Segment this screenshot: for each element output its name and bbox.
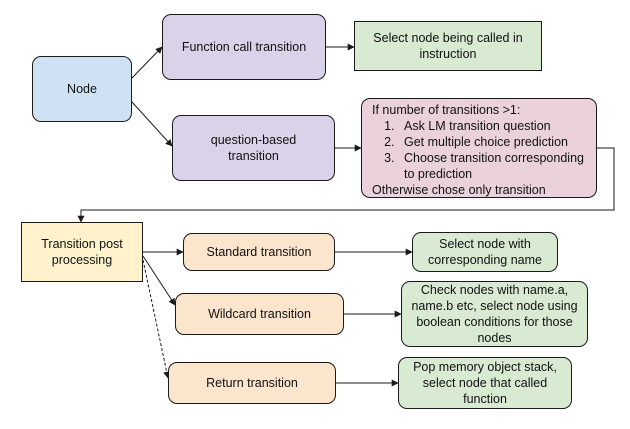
- question-logic-box: If number of transitions >1: Ask LM tran…: [361, 98, 597, 198]
- edge-post-to-wildcard: [142, 255, 176, 306]
- select-called-node-label: Select node being called in instruction: [373, 31, 523, 61]
- question-logic-steps: Ask LM transition question Get multiple …: [372, 118, 590, 182]
- standard-result-box: Select node with corresponding name: [412, 232, 558, 272]
- function-call-transition-box: Function call transition: [162, 14, 326, 80]
- return-transition-box: Return transition: [168, 362, 336, 404]
- return-result-label: Pop memory object stack, select node tha…: [413, 360, 557, 406]
- transition-post-processing-label: Transition post processing: [41, 237, 123, 267]
- standard-transition-box: Standard transition: [183, 233, 335, 271]
- standard-result-label: Select node with corresponding name: [428, 237, 542, 267]
- question-based-transition-label: question-based transition: [210, 133, 297, 163]
- edge-node-to-function-call: [131, 46, 163, 79]
- wildcard-transition-box: Wildcard transition: [175, 293, 344, 335]
- question-logic-step: Ask LM transition question: [398, 118, 590, 134]
- node-box: Node: [32, 56, 132, 122]
- question-logic-step: Choose transition corresponding to predi…: [398, 150, 590, 182]
- transition-post-processing-box: Transition post processing: [21, 222, 143, 282]
- wildcard-transition-label: Wildcard transition: [208, 307, 311, 321]
- select-called-node-box: Select node being called in instruction: [354, 21, 542, 71]
- function-call-transition-label: Function call transition: [181, 40, 307, 54]
- edge-logic-to-post-processing: [77, 147, 615, 223]
- question-logic-otherwise: Otherwise chose only transition: [372, 183, 546, 197]
- wildcard-result-box: Check nodes with name.a, name.b etc, sel…: [401, 281, 588, 347]
- question-logic-intro: If number of transitions >1:: [372, 103, 521, 117]
- edge-post-to-return: [142, 259, 171, 379]
- return-result-box: Pop memory object stack, select node tha…: [398, 357, 572, 409]
- standard-transition-label: Standard transition: [206, 245, 312, 259]
- question-based-transition-box: question-based transition: [172, 115, 335, 181]
- return-transition-label: Return transition: [206, 376, 298, 390]
- edge-node-to-question-based: [131, 101, 173, 147]
- question-logic-step: Get multiple choice prediction: [398, 134, 590, 150]
- wildcard-result-label: Check nodes with name.a, name.b etc, sel…: [411, 283, 578, 345]
- node-label: Node: [67, 82, 97, 96]
